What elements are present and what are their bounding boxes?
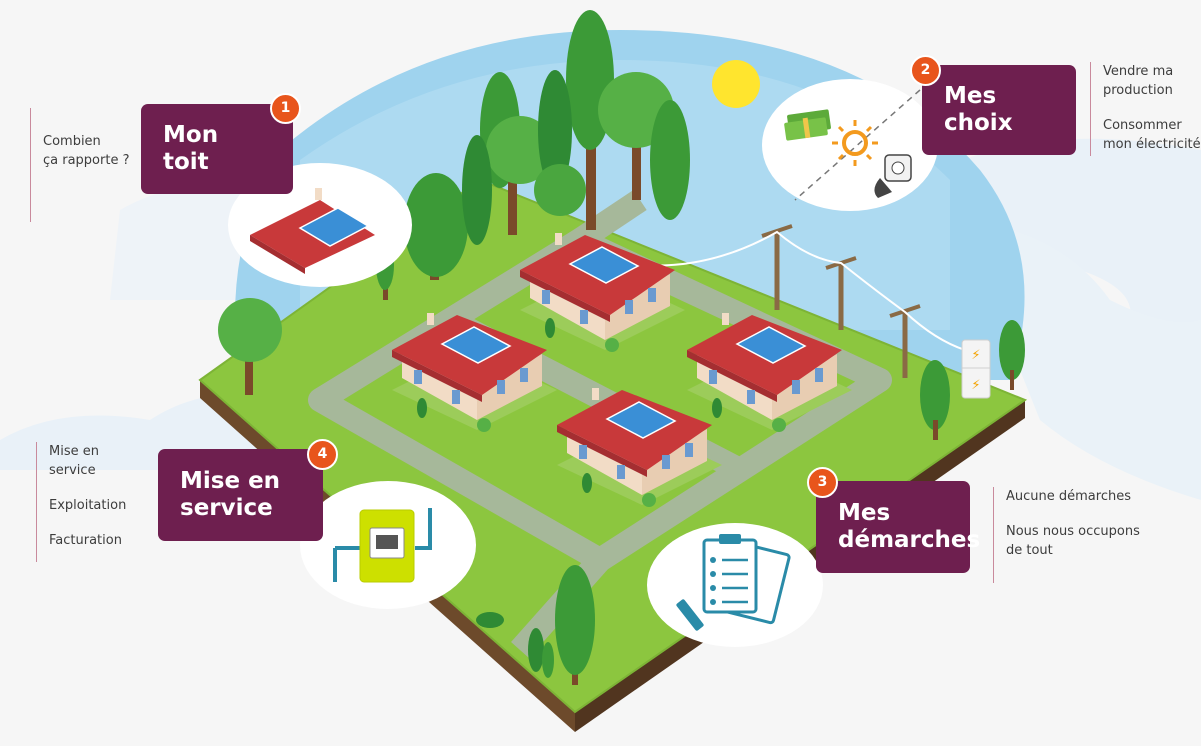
step-4-note-exploitation: Exploitation	[49, 498, 127, 513]
sun-icon	[832, 120, 878, 166]
step-2-note-sell: Vendre ma production	[1103, 64, 1174, 98]
step-2-note-consume: Consommer mon électricité	[1103, 118, 1201, 152]
step-3-title[interactable]: Mes démarches	[816, 481, 980, 573]
step-1-badge: 1	[270, 93, 301, 124]
trees-bottom	[476, 565, 595, 685]
step-2-notes: Vendre ma production Consommer mon élect…	[1090, 62, 1201, 156]
forest	[376, 10, 690, 300]
step-2-badge: 2	[910, 55, 941, 86]
step-2-visual	[762, 79, 938, 211]
step-4-note-service: Mise en service	[49, 444, 99, 478]
pen-icon	[676, 599, 704, 631]
tree-left	[218, 298, 282, 395]
sun-icon	[712, 60, 760, 108]
step-3-notes: Aucune démarches Nous nous occupons de t…	[993, 487, 1140, 583]
meter-icon	[359, 509, 415, 583]
svg-text:⚡: ⚡	[971, 378, 980, 393]
step-3-visual	[647, 523, 823, 647]
step-3-note-all: Nous nous occupons de tout	[1006, 524, 1140, 558]
battery-icon: ⚡ ⚡	[961, 339, 991, 399]
step-1-visual	[228, 163, 412, 287]
step-2-title[interactable]: Mes choix	[922, 65, 1076, 155]
money-icon	[784, 109, 831, 141]
step-1-note: Combien ça rapporte ?	[43, 134, 130, 168]
clipboard-icon	[702, 534, 791, 625]
step-4-visual	[300, 481, 476, 609]
step-4-badge: 4	[307, 439, 338, 470]
step-4-title[interactable]: Mise en service	[158, 449, 323, 541]
step-1-notes: Combien ça rapporte ?	[30, 108, 130, 222]
trees-right	[920, 320, 1025, 440]
step-3-note-none: Aucune démarches	[1006, 489, 1131, 504]
svg-text:⚡: ⚡	[971, 348, 980, 363]
step-3-badge: 3	[807, 467, 838, 498]
plug-icon	[874, 154, 912, 198]
step-1-title[interactable]: Mon toit	[141, 104, 293, 194]
power-line	[639, 224, 966, 378]
step-4-note-billing: Facturation	[49, 533, 122, 548]
step-4-notes: Mise en service Exploitation Facturation	[36, 442, 126, 562]
